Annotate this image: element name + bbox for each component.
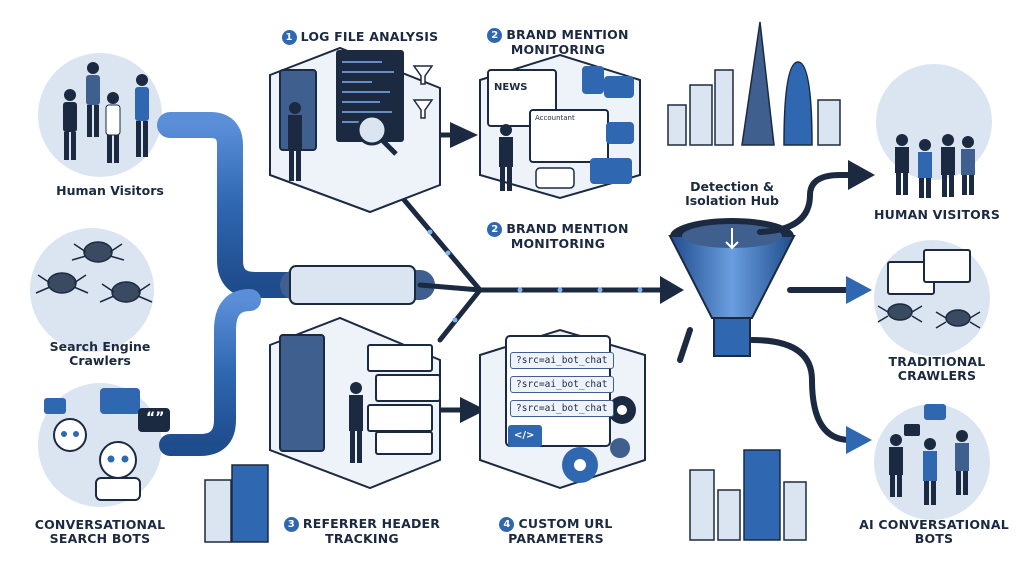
log-file-panel [269, 46, 441, 214]
spider-bot-icon [877, 303, 981, 329]
quote-bubble-icon [590, 158, 632, 184]
spider-bot-icon [35, 241, 153, 303]
server-rack-icon [279, 334, 325, 452]
output-crawlers-group [874, 240, 990, 356]
code-windows-icon [367, 344, 441, 455]
detection-hub-label: Detection & Isolation Hub [685, 179, 779, 209]
city-skyline-top [667, 21, 841, 146]
brand-monitoring-panel [479, 53, 641, 200]
conversational-bots-label: CONVERSATIONAL SEARCH BOTS [34, 517, 166, 547]
people-icon [889, 430, 969, 505]
city-skyline-bottom-right [689, 449, 807, 541]
output-arrowheads [846, 160, 875, 454]
url-param-3: ?src=ai_bot_chat [510, 400, 614, 417]
chat-bubble-icon [924, 404, 946, 420]
chat-bot-icon [44, 388, 170, 501]
twitter-icon [606, 122, 634, 144]
news-label: NEWS [494, 82, 528, 93]
magnifier-icon [356, 114, 388, 146]
flow-arrowheads [450, 122, 684, 423]
referrer-panel [269, 316, 441, 490]
output-ai-bots-label: AI CONVERSATIONAL BOTS [859, 517, 1009, 547]
facebook-icon [582, 66, 604, 94]
code-icon: </> [514, 430, 535, 441]
output-human-group [876, 64, 992, 198]
filter-icon [412, 65, 434, 119]
conversational-bots-group [38, 383, 170, 507]
human-visitors-people-icon [63, 62, 149, 163]
search-crawlers-group [30, 228, 154, 352]
account-label: Accountant [535, 114, 575, 122]
search-crawlers-label: Search Engine Crawlers [49, 339, 151, 369]
output-ai-bots-group [874, 404, 990, 520]
people-icon [895, 134, 975, 198]
quote-icon: “” [146, 410, 165, 426]
human-visitors-group [38, 53, 162, 177]
code-monitor-icon [336, 50, 404, 142]
url-param-1: ?src=ai_bot_chat [510, 352, 614, 369]
human-visitors-label: Human Visitors [56, 183, 164, 198]
city-skyline-bottom-left [204, 464, 269, 543]
output-arrows [677, 172, 858, 443]
detection-hub-funnel-icon [668, 218, 796, 357]
url-param-2: ?src=ai_bot_chat [510, 376, 614, 393]
output-human-visitors-label: HUMAN VISITORS [873, 207, 1001, 222]
pipe-network [147, 112, 435, 456]
output-traditional-crawlers-label: TRADITIONAL CRAWLERS [888, 354, 986, 384]
